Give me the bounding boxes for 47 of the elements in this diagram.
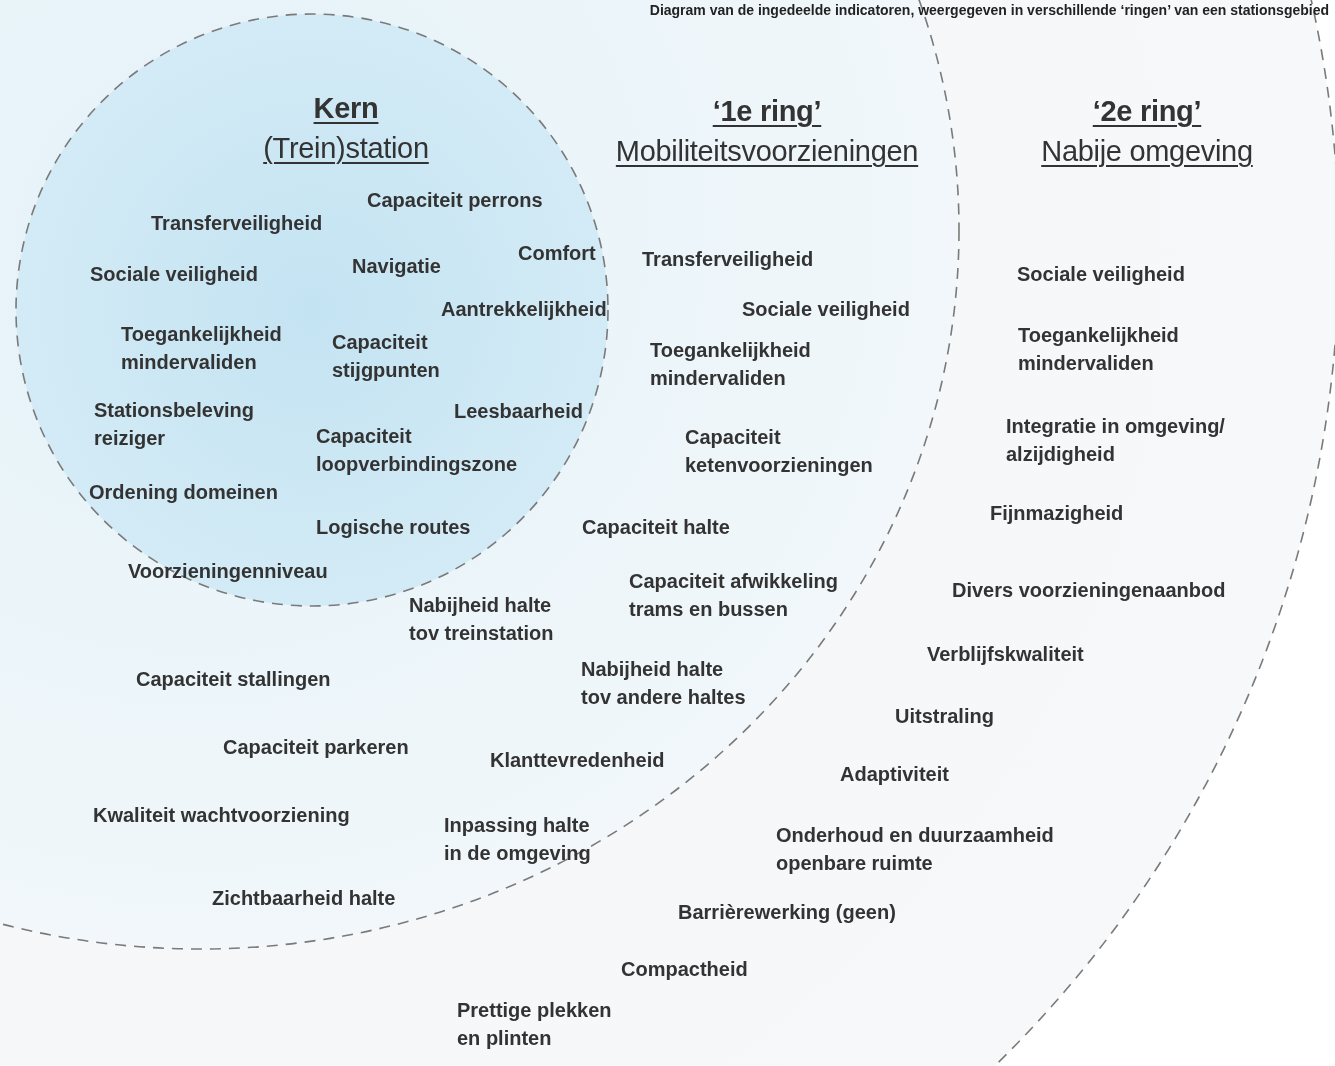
indicator-label: Uitstraling [895,704,994,729]
indicator-label: Sociale veiligheid [742,297,910,322]
indicator-label: Capaciteit perrons [367,188,543,213]
indicator-label: Capaciteit loopverbindingszone [316,424,519,477]
indicator-label: Prettige plekken en plinten [457,998,613,1051]
ring-heading: Mobiliteitsvoorzieningen [615,135,919,168]
indicator-label: Logische routes [316,515,471,540]
indicator-label: Comfort [518,241,596,266]
indicator-label: Sociale veiligheid [90,262,258,287]
ring-heading: Kern [313,92,379,125]
indicator-label: Sociale veiligheid [1017,262,1185,287]
indicator-label: Zichtbaarheid halte [212,886,396,911]
indicator-label: Nabijheid halte tov andere haltes [581,657,746,710]
indicator-label: Navigatie [352,254,441,279]
ring-heading: ‘2e ring’ [1092,95,1202,128]
ring-heading: (Trein)station [263,132,429,165]
indicator-label: Compactheid [621,957,748,982]
indicator-label: Capaciteit halte [582,515,730,540]
indicator-label: Adaptiviteit [840,762,949,787]
diagram-title: Diagram van de ingedeelde indicatoren, weergegeven in verschillende ‘ringen’ van een stationsgebied [649,2,1329,18]
indicator-label: Capaciteit stallingen [136,667,331,692]
indicator-label: Toegankelijkheid mindervaliden [650,338,812,391]
indicator-label: Voorzieningenniveau [128,559,328,584]
indicator-label: Capaciteit afwikkeling trams en bussen [629,569,839,622]
indicator-label: Fijnmazigheid [990,501,1124,526]
indicator-label: Klanttevredenheid [490,748,665,773]
indicator-label: Onderhoud en duurzaamheid openbare ruimte [776,823,1055,876]
indicator-label: Barrièrewerking (geen) [678,900,896,925]
indicator-label: Transferveiligheid [151,211,323,236]
indicator-label: Stationsbeleving reiziger [94,398,256,451]
indicator-label: Transferveiligheid [642,247,814,272]
indicator-label: Aantrekkelijkheid [441,297,607,322]
indicator-label: Leesbaarheid [454,399,583,424]
indicator-label: Toegankelijkheid mindervaliden [121,322,283,375]
indicator-label: Ordening domeinen [89,480,278,505]
indicator-label: Divers voorzieningenaanbod [952,578,1226,603]
indicator-label: Capaciteit ketenvoorzieningen [685,425,874,478]
indicator-label: Kwaliteit wachtvoorziening [93,803,350,828]
indicator-label: Integratie in omgeving/ alzijdigheid [1006,414,1226,467]
indicator-label: Verblijfskwaliteit [927,642,1084,667]
indicator-label: Toegankelijkheid mindervaliden [1018,323,1180,376]
indicator-label: Capaciteit stijgpunten [332,330,441,383]
indicator-label: Capaciteit parkeren [223,735,409,760]
indicator-label: Nabijheid halte tov treinstation [409,593,555,646]
ring-heading: Nabije omgeving [1041,135,1253,168]
ring-heading: ‘1e ring’ [712,95,822,128]
indicator-label: Inpassing halte in de omgeving [444,813,592,866]
